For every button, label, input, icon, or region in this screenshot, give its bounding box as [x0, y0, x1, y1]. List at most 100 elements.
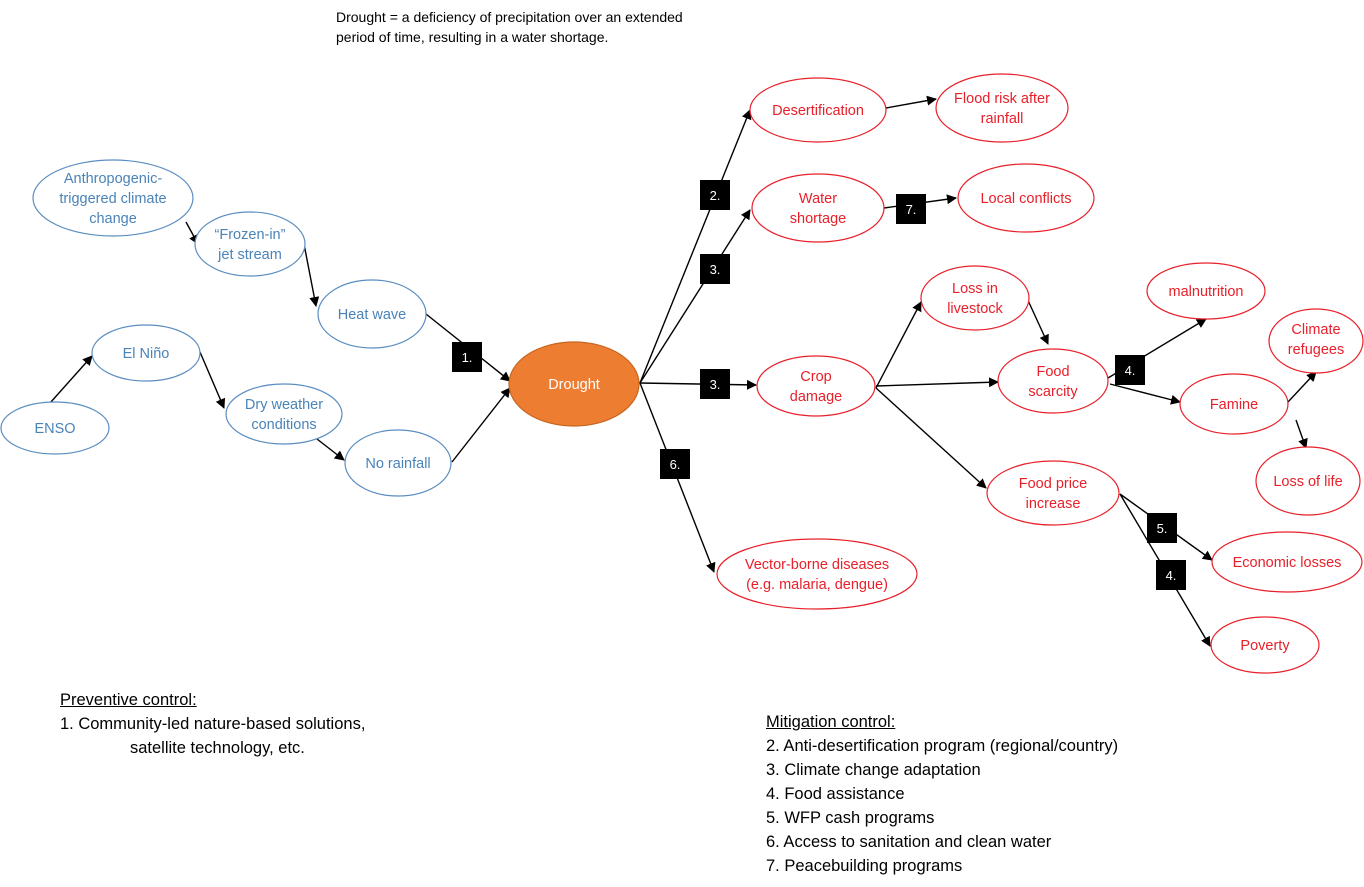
node-label-line: Crop	[800, 369, 831, 385]
node-el-nino: El Niño	[91, 324, 201, 382]
node-label-line: Anthropogenic-	[64, 171, 163, 187]
badge-label: 1.	[462, 350, 473, 365]
preventive-item-continued: satellite technology, etc.	[130, 739, 305, 757]
node-flood-risk: Flood risk after rainfall	[935, 73, 1069, 143]
node-malnutrition: malnutrition	[1146, 262, 1266, 320]
node-label-line: Local conflicts	[980, 191, 1071, 207]
edge-crop-foodscarcity	[875, 377, 999, 388]
edge-crop-foodprice	[875, 387, 987, 489]
node-label-line: Flood risk after	[954, 91, 1050, 107]
node-label-line: No rainfall	[365, 456, 430, 472]
node-drought: Drought	[508, 341, 640, 427]
badge-label: 3.	[710, 377, 721, 392]
badge-label: 4.	[1166, 568, 1177, 583]
mitigation-control-legend: Mitigation control: 2. Anti-desertificat…	[766, 710, 1118, 878]
node-label-line: shortage	[790, 211, 846, 227]
node-label-line: scarcity	[1028, 384, 1078, 400]
badge-label: 2.	[710, 188, 721, 203]
node-vector-borne-diseases: Vector-borne diseases (e.g. malaria, den…	[716, 538, 918, 610]
node-label-line: Economic losses	[1233, 555, 1342, 571]
node-label-line: Heat wave	[338, 307, 407, 323]
edge-drought-water	[639, 209, 751, 384]
mitigation-item: 6. Access to sanitation and clean water	[766, 833, 1052, 851]
badge-control-3-crop: 3.	[700, 369, 730, 399]
mitigation-item: 7. Peacebuilding programs	[766, 857, 963, 875]
edge-crop-livestock	[875, 301, 922, 389]
edge-drought-crop	[639, 379, 757, 390]
node-heat-wave: Heat wave	[317, 279, 427, 349]
node-label-line: triggered climate	[59, 191, 166, 207]
edge-livestock-foodscarcity	[1025, 295, 1049, 345]
node-label-line: “Frozen-in”	[215, 227, 286, 243]
preventive-item: 1. Community-led nature-based solutions,	[60, 715, 366, 733]
node-climate-refugees: Climate refugees	[1268, 308, 1364, 374]
node-food-scarcity: Food scarcity	[997, 348, 1109, 414]
node-label-line: livestock	[947, 301, 1003, 317]
definition-line: Drought = a deficiency of precipitation …	[336, 9, 683, 25]
node-label-line: increase	[1026, 496, 1081, 512]
badge-control-1: 1.	[452, 342, 482, 372]
node-label-line: Food	[1036, 364, 1069, 380]
node-poverty: Poverty	[1210, 616, 1320, 674]
node-loss-of-life: Loss of life	[1255, 446, 1361, 516]
node-no-rainfall: No rainfall	[344, 429, 452, 497]
node-label-line: Loss in	[952, 281, 998, 297]
node-label-line: damage	[790, 389, 842, 405]
node-enso: ENSO	[0, 401, 110, 455]
node-label-line: Loss of life	[1273, 474, 1342, 490]
node-label-line: jet stream	[217, 247, 282, 263]
badge-control-7: 7.	[896, 194, 926, 224]
node-dry-weather-conditions: Dry weather conditions	[225, 383, 343, 445]
node-label-line: Climate	[1291, 322, 1340, 338]
edge-foodscarcity-famine	[1109, 383, 1181, 405]
node-water-shortage: Water shortage	[751, 173, 885, 243]
badge-label: 4.	[1125, 363, 1136, 378]
node-desertification: Desertification	[749, 77, 887, 143]
mitigation-item: 3. Climate change adaptation	[766, 761, 981, 779]
node-label-line: conditions	[251, 417, 316, 433]
edge-famine-lossoflife	[1295, 419, 1308, 449]
node-label-line: Famine	[1210, 397, 1258, 413]
badge-control-2: 2.	[700, 180, 730, 210]
badge-control-5: 5.	[1147, 513, 1177, 543]
badge-control-4-poverty: 4.	[1156, 560, 1186, 590]
badge-control-6: 6.	[660, 449, 690, 479]
node-label-line: Dry weather	[245, 397, 323, 413]
node-label-line: Water	[799, 191, 837, 207]
node-economic-losses: Economic losses	[1211, 531, 1363, 593]
mitigation-heading: Mitigation control:	[766, 713, 896, 731]
mitigation-item: 5. WFP cash programs	[766, 809, 935, 827]
node-anthropogenic-climate-change: Anthropogenic- triggered climate change	[32, 159, 194, 237]
edge-enso-elnino	[49, 355, 93, 404]
node-label-line: Poverty	[1240, 638, 1290, 654]
node-label-line: refugees	[1288, 342, 1344, 358]
badge-label: 7.	[906, 202, 917, 217]
badge-control-4-food: 4.	[1115, 355, 1145, 385]
preventive-heading: Preventive control:	[60, 691, 197, 709]
definition-line: period of time, resulting in a water sho…	[336, 29, 609, 45]
edge-elnino-dryweather	[199, 351, 226, 409]
node-label-line: Vector-borne diseases	[745, 557, 889, 573]
node-loss-in-livestock: Loss in livestock	[920, 265, 1030, 331]
node-label-line: (e.g. malaria, dengue)	[746, 577, 888, 593]
node-label-line: ENSO	[34, 421, 75, 437]
edge-frozen-heatwave	[303, 243, 320, 307]
edge-drought-desertification	[639, 109, 752, 384]
edge-desert-flood	[885, 95, 937, 109]
node-label-line: El Niño	[123, 346, 170, 362]
badge-control-3-water: 3.	[700, 254, 730, 284]
node-label-line: Drought	[548, 377, 600, 393]
edge-norain-drought	[451, 387, 511, 463]
node-crop-damage: Crop damage	[756, 355, 876, 417]
edge-famine-refugees	[1287, 371, 1317, 403]
node-frozen-jet-stream: “Frozen-in” jet stream	[194, 211, 306, 277]
node-famine: Famine	[1179, 373, 1289, 435]
node-label-line: rainfall	[981, 111, 1024, 127]
node-label-line: malnutrition	[1169, 284, 1244, 300]
node-local-conflicts: Local conflicts	[957, 163, 1095, 233]
node-food-price-increase: Food price increase	[986, 460, 1120, 526]
mitigation-item: 2. Anti-desertification program (regiona…	[766, 737, 1119, 755]
badge-label: 3.	[710, 262, 721, 277]
node-label-line: Desertification	[772, 103, 864, 119]
